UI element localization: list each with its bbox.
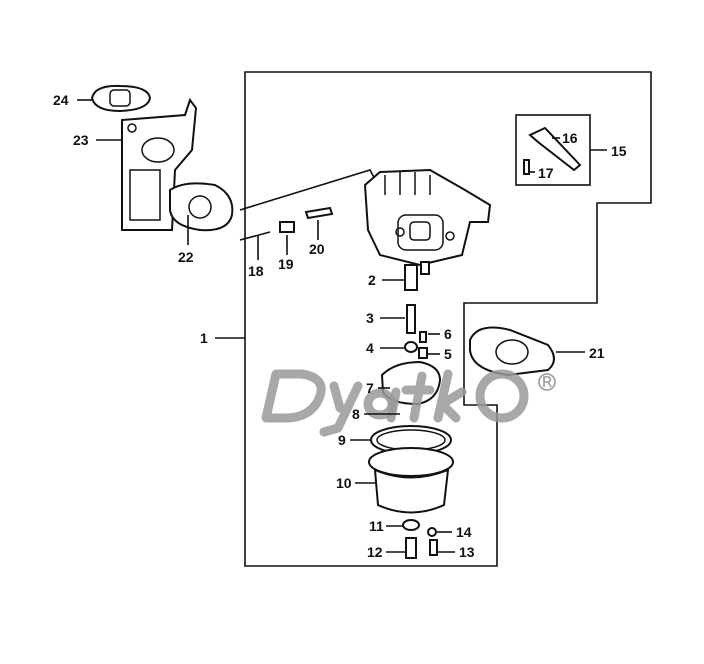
part-11-washer (402, 519, 420, 531)
label-3: 3 (366, 310, 374, 326)
part-18-rod (239, 231, 271, 241)
label-16: 16 (562, 130, 578, 146)
part-20-pin (304, 206, 334, 220)
part-10-float-bowl (368, 447, 454, 514)
label-18: 18 (248, 263, 264, 279)
part-2-carburetor-body (363, 168, 492, 291)
label-11: 11 (369, 518, 384, 534)
label-22: 22 (178, 249, 194, 265)
label-10: 10 (336, 475, 352, 491)
watermark-logo (261, 369, 556, 437)
label-13: 13 (459, 544, 475, 560)
label-21: 21 (589, 345, 605, 361)
label-6: 6 (444, 326, 452, 342)
part-6-screw (419, 331, 427, 343)
label-2: 2 (368, 272, 376, 288)
label-12: 12 (367, 544, 383, 560)
label-19: 19 (278, 256, 294, 272)
label-7: 7 (366, 380, 374, 396)
label-1: 1 (200, 330, 208, 346)
label-17: 17 (538, 165, 554, 181)
part-23-bracket (121, 97, 198, 231)
part-14-seal (427, 527, 437, 537)
label-9: 9 (338, 432, 346, 448)
part-22-gasket (169, 182, 234, 232)
label-20: 20 (309, 241, 325, 257)
part-17-screw (523, 159, 530, 175)
part-24-gasket (90, 84, 152, 113)
part-19-spring (279, 221, 295, 233)
assembly-frame (244, 71, 652, 567)
label-8: 8 (352, 406, 360, 422)
label-15: 15 (611, 143, 627, 159)
label-23: 23 (73, 132, 89, 148)
label-24: 24 (53, 92, 69, 108)
part-13-drain-screw (429, 539, 438, 556)
label-14: 14 (456, 524, 472, 540)
part-5-spring (418, 347, 428, 359)
part-4-washer (404, 341, 418, 353)
part-3-jet (406, 304, 416, 334)
label-4: 4 (366, 340, 374, 356)
part-16-lever (528, 126, 582, 172)
leader-lines (77, 99, 607, 553)
part-21-gasket (469, 326, 555, 377)
part-12-bolt (405, 537, 417, 559)
choke-rod (239, 169, 379, 211)
label-5: 5 (444, 346, 452, 362)
